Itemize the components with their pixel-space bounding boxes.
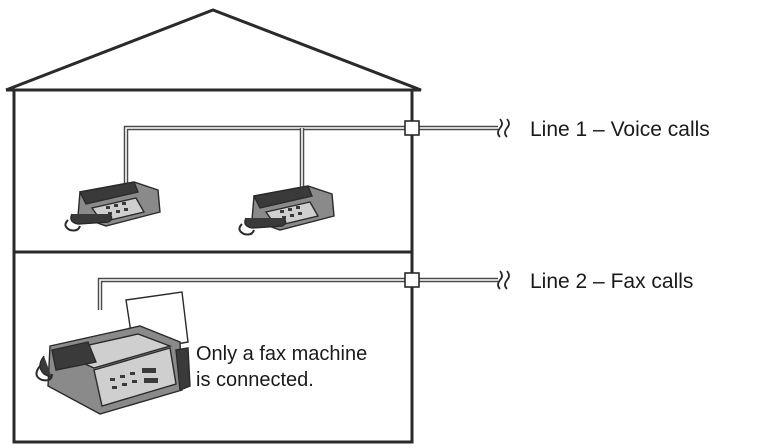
- line-2-wiring: [97, 277, 498, 310]
- line-1-wiring: [123, 125, 498, 190]
- wavy-break-icon: [497, 118, 510, 138]
- fax-note-line-2: is connected.: [196, 369, 314, 391]
- line-2-label: Line 2 – Fax calls: [530, 270, 693, 293]
- telephone-icon: [238, 185, 335, 236]
- wavy-break-icon: [497, 270, 510, 290]
- fax-machine-icon: [35, 291, 191, 415]
- house-outline: [5, 8, 422, 444]
- telephone-icon: [64, 181, 161, 232]
- fax-note-line-1: Only a fax machine: [196, 343, 367, 365]
- wall-jack-line-2: [404, 272, 420, 288]
- wall-jack-line-1: [404, 120, 420, 136]
- line-1-label: Line 1 – Voice calls: [530, 118, 710, 141]
